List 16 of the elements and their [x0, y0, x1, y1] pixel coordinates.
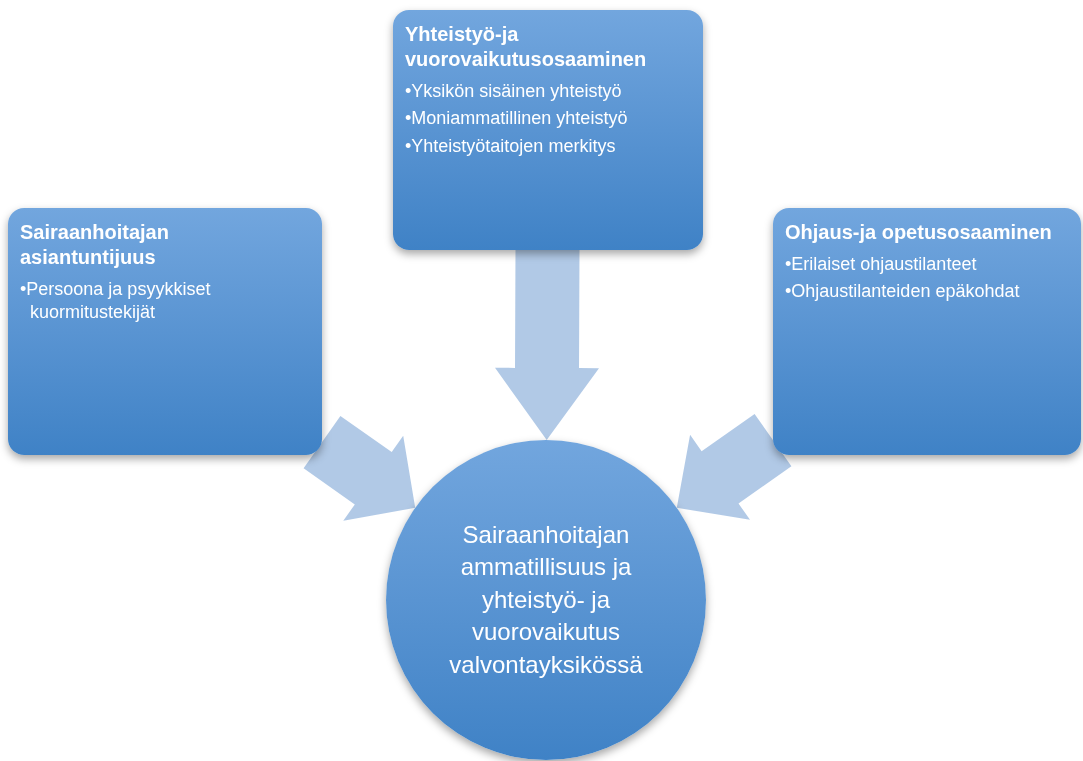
bullet-item: •Ohjaustilanteiden epäkohdat — [785, 280, 1021, 304]
topic-box — [393, 10, 703, 250]
box-heading: Yhteistyö-ja vuorovaikutusosaaminen — [405, 22, 648, 72]
bullet-item: •Yhteistyötaitojen merkitys — [405, 134, 617, 158]
box-heading: Ohjaus-ja opetusosaaminen — [785, 220, 1053, 245]
bullet-item: •Erilaiset ohjaustilanteet — [785, 253, 978, 276]
bullet-item: •Yksikön sisäinen yhteistyö — [405, 80, 623, 103]
bullet-item: •Moniammatillinen yhteistyö — [405, 107, 629, 131]
topic-box — [8, 208, 322, 455]
box-heading: Sairaanhoitajan asiantuntijuus — [20, 220, 170, 270]
block-arrow — [303, 416, 416, 521]
block-arrow — [495, 249, 599, 440]
bullet-item: •Persoona ja psyykkiset kuormitustekijät — [20, 278, 212, 325]
circle-text: Sairaanhoitajan ammatillisuus ja yhteistyö- ja vuorovaikutus valvontayksikössä — [448, 520, 644, 680]
block-arrow — [676, 413, 792, 520]
topic-box — [773, 208, 1081, 455]
